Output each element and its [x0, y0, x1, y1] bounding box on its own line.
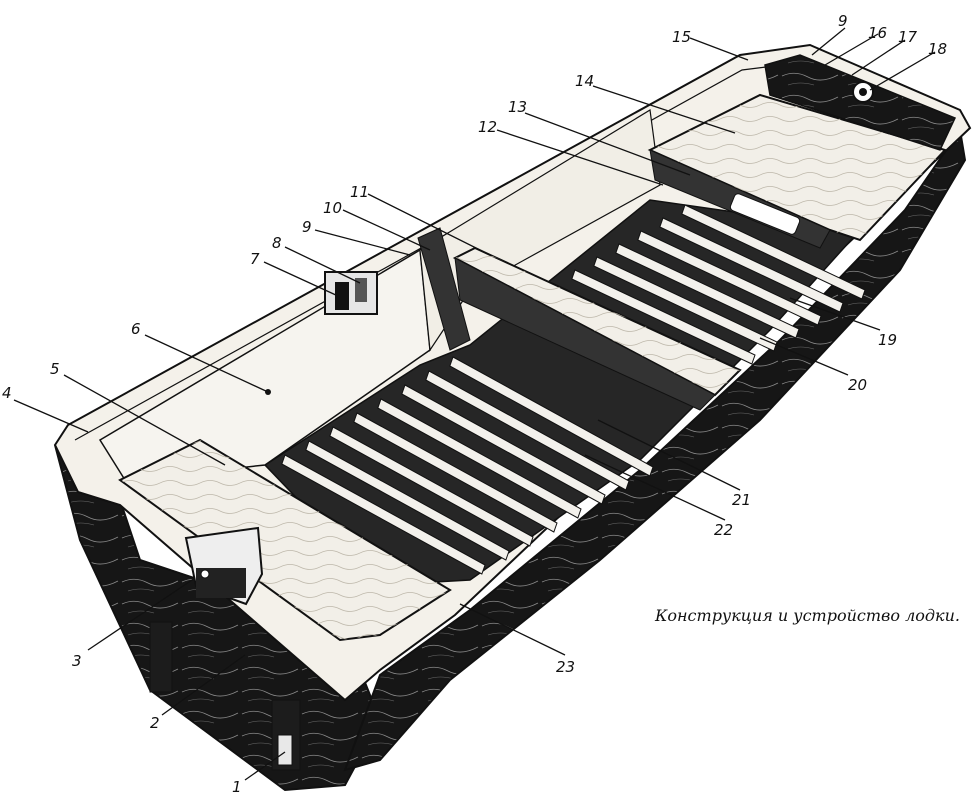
- hull-exterior: [54, 127, 967, 792]
- bow-deck: [764, 54, 957, 151]
- figure-caption: Конструкция и устройство лодки.: [655, 606, 960, 625]
- callout-13: 13: [508, 98, 527, 116]
- floor-slat: [305, 440, 510, 561]
- floor-slat: [401, 384, 606, 505]
- callout-16: 16: [868, 24, 887, 42]
- callout-10: 10: [323, 199, 342, 217]
- floor-slat: [449, 356, 654, 477]
- callout-7: 7: [250, 250, 260, 268]
- floor-slats-aft: [281, 356, 654, 575]
- callout-15: 15: [672, 28, 691, 46]
- callout-21: 21: [732, 491, 751, 509]
- callout-19: 19: [878, 331, 897, 349]
- callout-5: 5: [50, 360, 60, 378]
- floor-slat: [281, 454, 486, 575]
- callout-1: 1: [232, 778, 242, 796]
- callout-18: 18: [928, 40, 947, 58]
- callout-12: 12: [478, 118, 497, 136]
- callout-11: 11: [350, 183, 369, 201]
- floor-slat: [681, 204, 866, 300]
- floor-slat: [615, 243, 800, 339]
- middle-thwart: [417, 227, 742, 411]
- callout-23: 23: [556, 658, 575, 676]
- floor-slats-fwd: [571, 204, 866, 365]
- callout-3: 3: [72, 652, 82, 670]
- callout-4: 4: [2, 384, 12, 402]
- floor-slat: [425, 370, 630, 491]
- callout-20: 20: [848, 376, 867, 394]
- callout-9: 9: [302, 218, 312, 236]
- floor-slat: [593, 256, 778, 352]
- floor-slat: [329, 426, 534, 547]
- floor-slat: [571, 269, 756, 365]
- floor-slat: [637, 230, 822, 326]
- callout-6: 6: [131, 320, 141, 338]
- callout-17: 17: [898, 28, 918, 46]
- floor-slat: [659, 217, 844, 313]
- callout-2: 2: [150, 714, 160, 732]
- floor-slat: [353, 412, 558, 533]
- keel-skeg-front: [149, 621, 173, 693]
- hull-side-panel: [343, 127, 967, 772]
- callout-9b: 9: [838, 12, 848, 30]
- aft-seat: [118, 438, 452, 642]
- floor-slat: [377, 398, 582, 519]
- callout-14: 14: [575, 72, 594, 90]
- callout-labels: 1 2 3 4 5 6 7 8 9 10 11 12 13 14 15 9 16…: [2, 12, 947, 796]
- callout-8: 8: [272, 234, 282, 252]
- forward-seat: [647, 93, 947, 249]
- callout-22: 22: [714, 521, 733, 539]
- leader-lines: [13, 27, 936, 781]
